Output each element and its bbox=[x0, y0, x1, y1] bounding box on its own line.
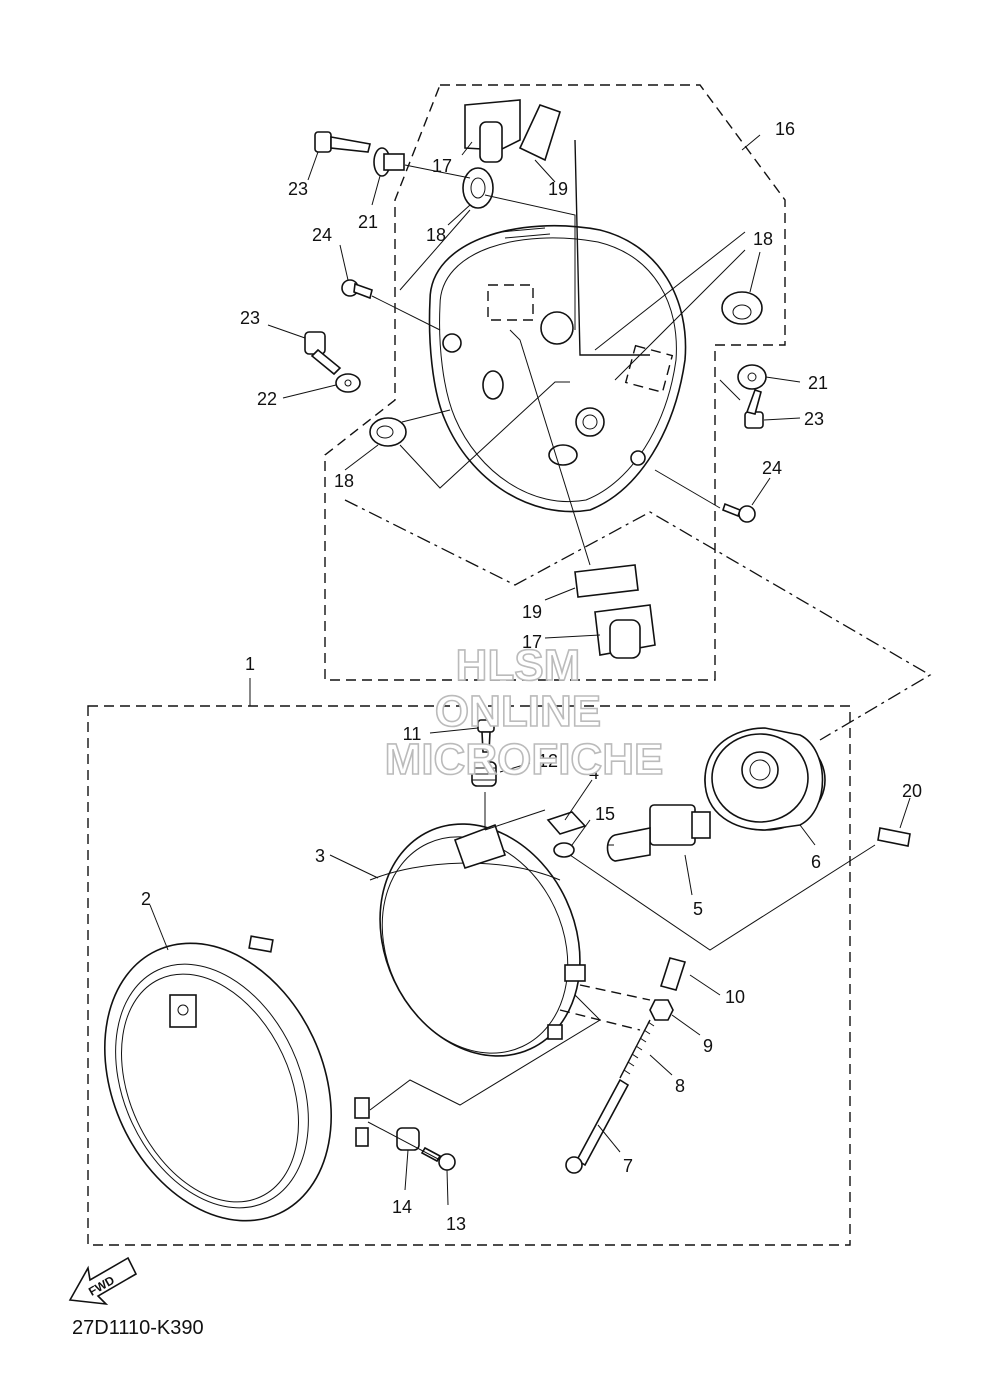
callout-10: 10 bbox=[725, 987, 745, 1007]
callout-11: 11 bbox=[403, 724, 422, 744]
callout-19b: 19 bbox=[522, 602, 542, 622]
watermark-line-3: MICROFICHE bbox=[385, 735, 664, 784]
callout-5: 5 bbox=[693, 899, 703, 919]
headlight-rim bbox=[104, 935, 370, 1222]
headlight-housing bbox=[428, 224, 687, 513]
callout-17b: 17 bbox=[522, 632, 542, 652]
callout-6: 6 bbox=[811, 852, 821, 872]
clip-4 bbox=[546, 811, 587, 835]
callout-15: 15 bbox=[595, 804, 615, 824]
callout-18c: 18 bbox=[334, 471, 354, 491]
callout-17: 17 bbox=[432, 156, 452, 176]
callout-13: 13 bbox=[446, 1214, 466, 1234]
screw-11 bbox=[477, 719, 495, 753]
callout-16: 16 bbox=[775, 119, 795, 139]
callout-23b: 23 bbox=[240, 308, 260, 328]
callout-24: 24 bbox=[312, 225, 332, 245]
callout-23c: 23 bbox=[804, 409, 824, 429]
bulb-socket-cover bbox=[704, 727, 826, 831]
callout-18b: 18 bbox=[753, 229, 773, 249]
watermark-line-1: HLSM bbox=[456, 641, 581, 690]
grommet-18-left bbox=[369, 417, 407, 447]
bolt-7 bbox=[565, 1078, 630, 1174]
headlight-unit-boundary bbox=[87, 705, 851, 1246]
collar-21-top bbox=[373, 147, 405, 177]
tape-20 bbox=[877, 827, 911, 847]
watermark-line-2: ONLINE bbox=[435, 687, 601, 736]
callout-14: 14 bbox=[392, 1197, 412, 1217]
housing-assembly-boundary bbox=[324, 84, 786, 681]
callout-22: 22 bbox=[257, 389, 277, 409]
callout-2: 2 bbox=[141, 889, 151, 909]
callout-1: 1 bbox=[245, 654, 255, 674]
callout-3: 3 bbox=[315, 846, 325, 866]
spring-8 bbox=[619, 1019, 655, 1079]
tape-19-top bbox=[518, 104, 561, 162]
collar-21-right bbox=[737, 364, 767, 390]
grommet-15 bbox=[553, 842, 575, 858]
clip-17-bottom bbox=[594, 604, 656, 659]
headlight-lens-unit bbox=[369, 823, 586, 1057]
bolt-23-left bbox=[304, 331, 342, 376]
callout-19: 19 bbox=[548, 179, 568, 199]
callout-7: 7 bbox=[623, 1156, 633, 1176]
bolt-23-right bbox=[744, 388, 764, 429]
callout-21b: 21 bbox=[808, 373, 828, 393]
callout-8: 8 bbox=[675, 1076, 685, 1096]
fwd-arrow-icon: FWD bbox=[68, 1256, 138, 1306]
callout-20: 20 bbox=[902, 781, 922, 801]
callout-23: 23 bbox=[288, 179, 308, 199]
bolt-23-top bbox=[314, 131, 371, 153]
screw-24-top bbox=[341, 279, 373, 300]
screw-24-right bbox=[722, 502, 756, 523]
grommet-18-top bbox=[462, 167, 494, 209]
reference-code: 27D1110-K390 bbox=[72, 1317, 204, 1339]
callout-24b: 24 bbox=[762, 458, 782, 478]
washer-22 bbox=[335, 373, 361, 393]
grommet-18-right bbox=[721, 291, 763, 325]
callout-9: 9 bbox=[703, 1036, 713, 1056]
nut-12 bbox=[471, 761, 497, 787]
headlight-bulb bbox=[606, 804, 711, 862]
callout-12: 12 bbox=[538, 751, 558, 771]
collar-10 bbox=[659, 957, 687, 991]
callout-18: 18 bbox=[426, 225, 446, 245]
tape-19-bottom bbox=[574, 564, 639, 598]
nut-9 bbox=[649, 999, 674, 1021]
clip-17-top bbox=[464, 99, 521, 163]
callout-21: 21 bbox=[358, 212, 378, 232]
callout-4: 4 bbox=[589, 763, 599, 783]
